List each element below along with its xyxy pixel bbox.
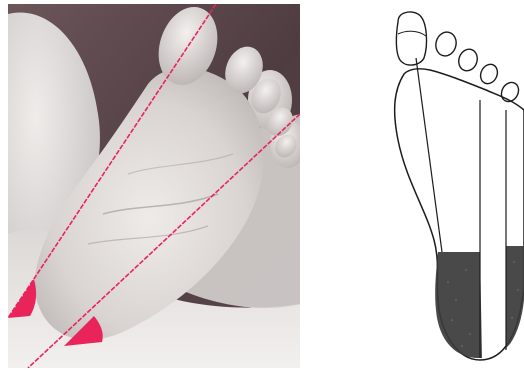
drawing-panel (376, 0, 524, 371)
toe-outline (456, 47, 480, 74)
infant-foot-photo (8, 4, 300, 368)
toe-outline (478, 62, 501, 87)
toe-outline (433, 30, 459, 58)
big-toe-outline (396, 12, 426, 65)
shaded-heel-region (506, 246, 524, 348)
footprint-drawing (376, 0, 524, 371)
photo-panel (8, 4, 300, 368)
shaded-heel-region (435, 252, 482, 358)
